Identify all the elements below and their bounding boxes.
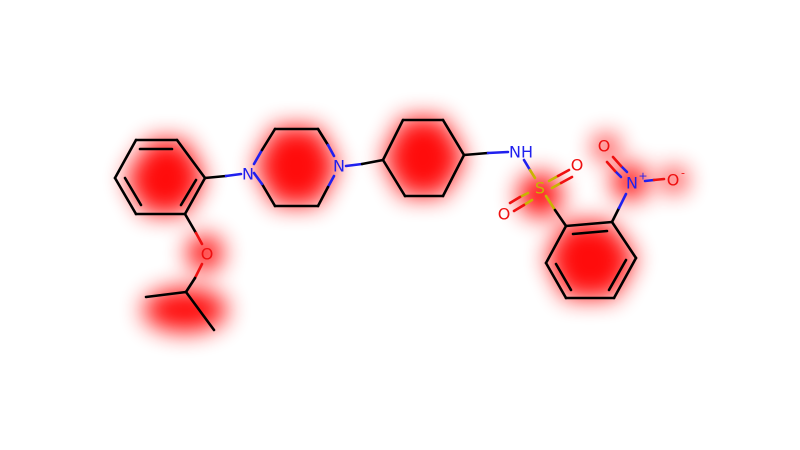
bond (184, 290, 216, 332)
bond (224, 172, 243, 178)
bond (610, 206, 621, 224)
bond (512, 203, 526, 213)
atom-label-layer: N N O NH S O O O N + O - (201, 137, 685, 264)
atom-n-piperazine-left: N (242, 165, 254, 184)
bond (326, 143, 336, 158)
atom-s-sulfonyl: S (535, 179, 545, 198)
bond (179, 178, 198, 207)
bond (553, 208, 568, 228)
atom-n-piperazine-right: N (333, 157, 345, 176)
bond (344, 162, 364, 168)
highlight-layer (125, 118, 686, 332)
bond-layer (113, 118, 666, 332)
bond (260, 182, 277, 208)
bond (528, 168, 537, 180)
bond (617, 192, 628, 210)
atom-nh: NH (509, 143, 533, 162)
bond (381, 118, 405, 162)
atom-n-nitro: N (626, 174, 638, 193)
bond (486, 150, 510, 155)
bond (360, 158, 385, 166)
bond (643, 178, 656, 183)
bond (184, 276, 197, 294)
bond (252, 171, 264, 186)
bond (462, 151, 490, 157)
bond (326, 174, 336, 189)
bond (554, 262, 573, 292)
bond (113, 138, 138, 180)
atom-o-nitro-top: O (598, 137, 611, 156)
highlight-nitro-o-right (662, 168, 686, 192)
highlight-left-benzene (125, 140, 205, 214)
bond (183, 176, 207, 216)
bond (193, 262, 204, 280)
bond (612, 256, 638, 300)
bond (194, 231, 204, 246)
atom-o-nitro-right: O (667, 171, 680, 190)
highlight-nitro-n (612, 164, 648, 200)
bond (611, 155, 623, 168)
bond (556, 168, 571, 178)
bond (203, 174, 228, 180)
bond (619, 164, 629, 174)
highlight-piperazine (255, 127, 338, 205)
bond (123, 176, 143, 207)
highlight-ether-oxygen (187, 235, 223, 271)
bond (522, 198, 534, 207)
atom-o-ether: O (201, 245, 214, 264)
bond (522, 158, 532, 172)
bond (652, 177, 666, 182)
bond (607, 258, 628, 292)
bond (508, 195, 522, 205)
atom-o-sulfonyl-top: O (571, 156, 584, 175)
bond (544, 194, 557, 212)
atom-n-nitro-charge: + (638, 170, 647, 183)
bond (518, 191, 530, 199)
bond (571, 229, 609, 236)
bond (316, 127, 330, 147)
bond (550, 181, 563, 190)
bond (316, 185, 330, 208)
bond (252, 148, 264, 166)
atom-o-nitro-right-charge: - (681, 167, 685, 180)
bond (260, 127, 277, 152)
highlight-cyclohexane (383, 118, 465, 196)
atom-o-sulfonyl-left: O (498, 205, 511, 224)
bond (544, 224, 568, 265)
bond (381, 158, 407, 198)
bond (441, 118, 466, 157)
highlight-nitro-o-top (594, 135, 618, 159)
bond (559, 175, 574, 185)
bond (544, 261, 568, 300)
bond (113, 176, 138, 216)
bond (183, 212, 198, 235)
highlight-right-benzene (546, 222, 636, 298)
bond (610, 220, 638, 260)
bond (564, 220, 614, 228)
bond (613, 169, 623, 179)
bond (547, 174, 560, 183)
bond (605, 160, 617, 173)
bond (144, 290, 188, 299)
bond (175, 138, 207, 180)
bond (441, 153, 466, 198)
